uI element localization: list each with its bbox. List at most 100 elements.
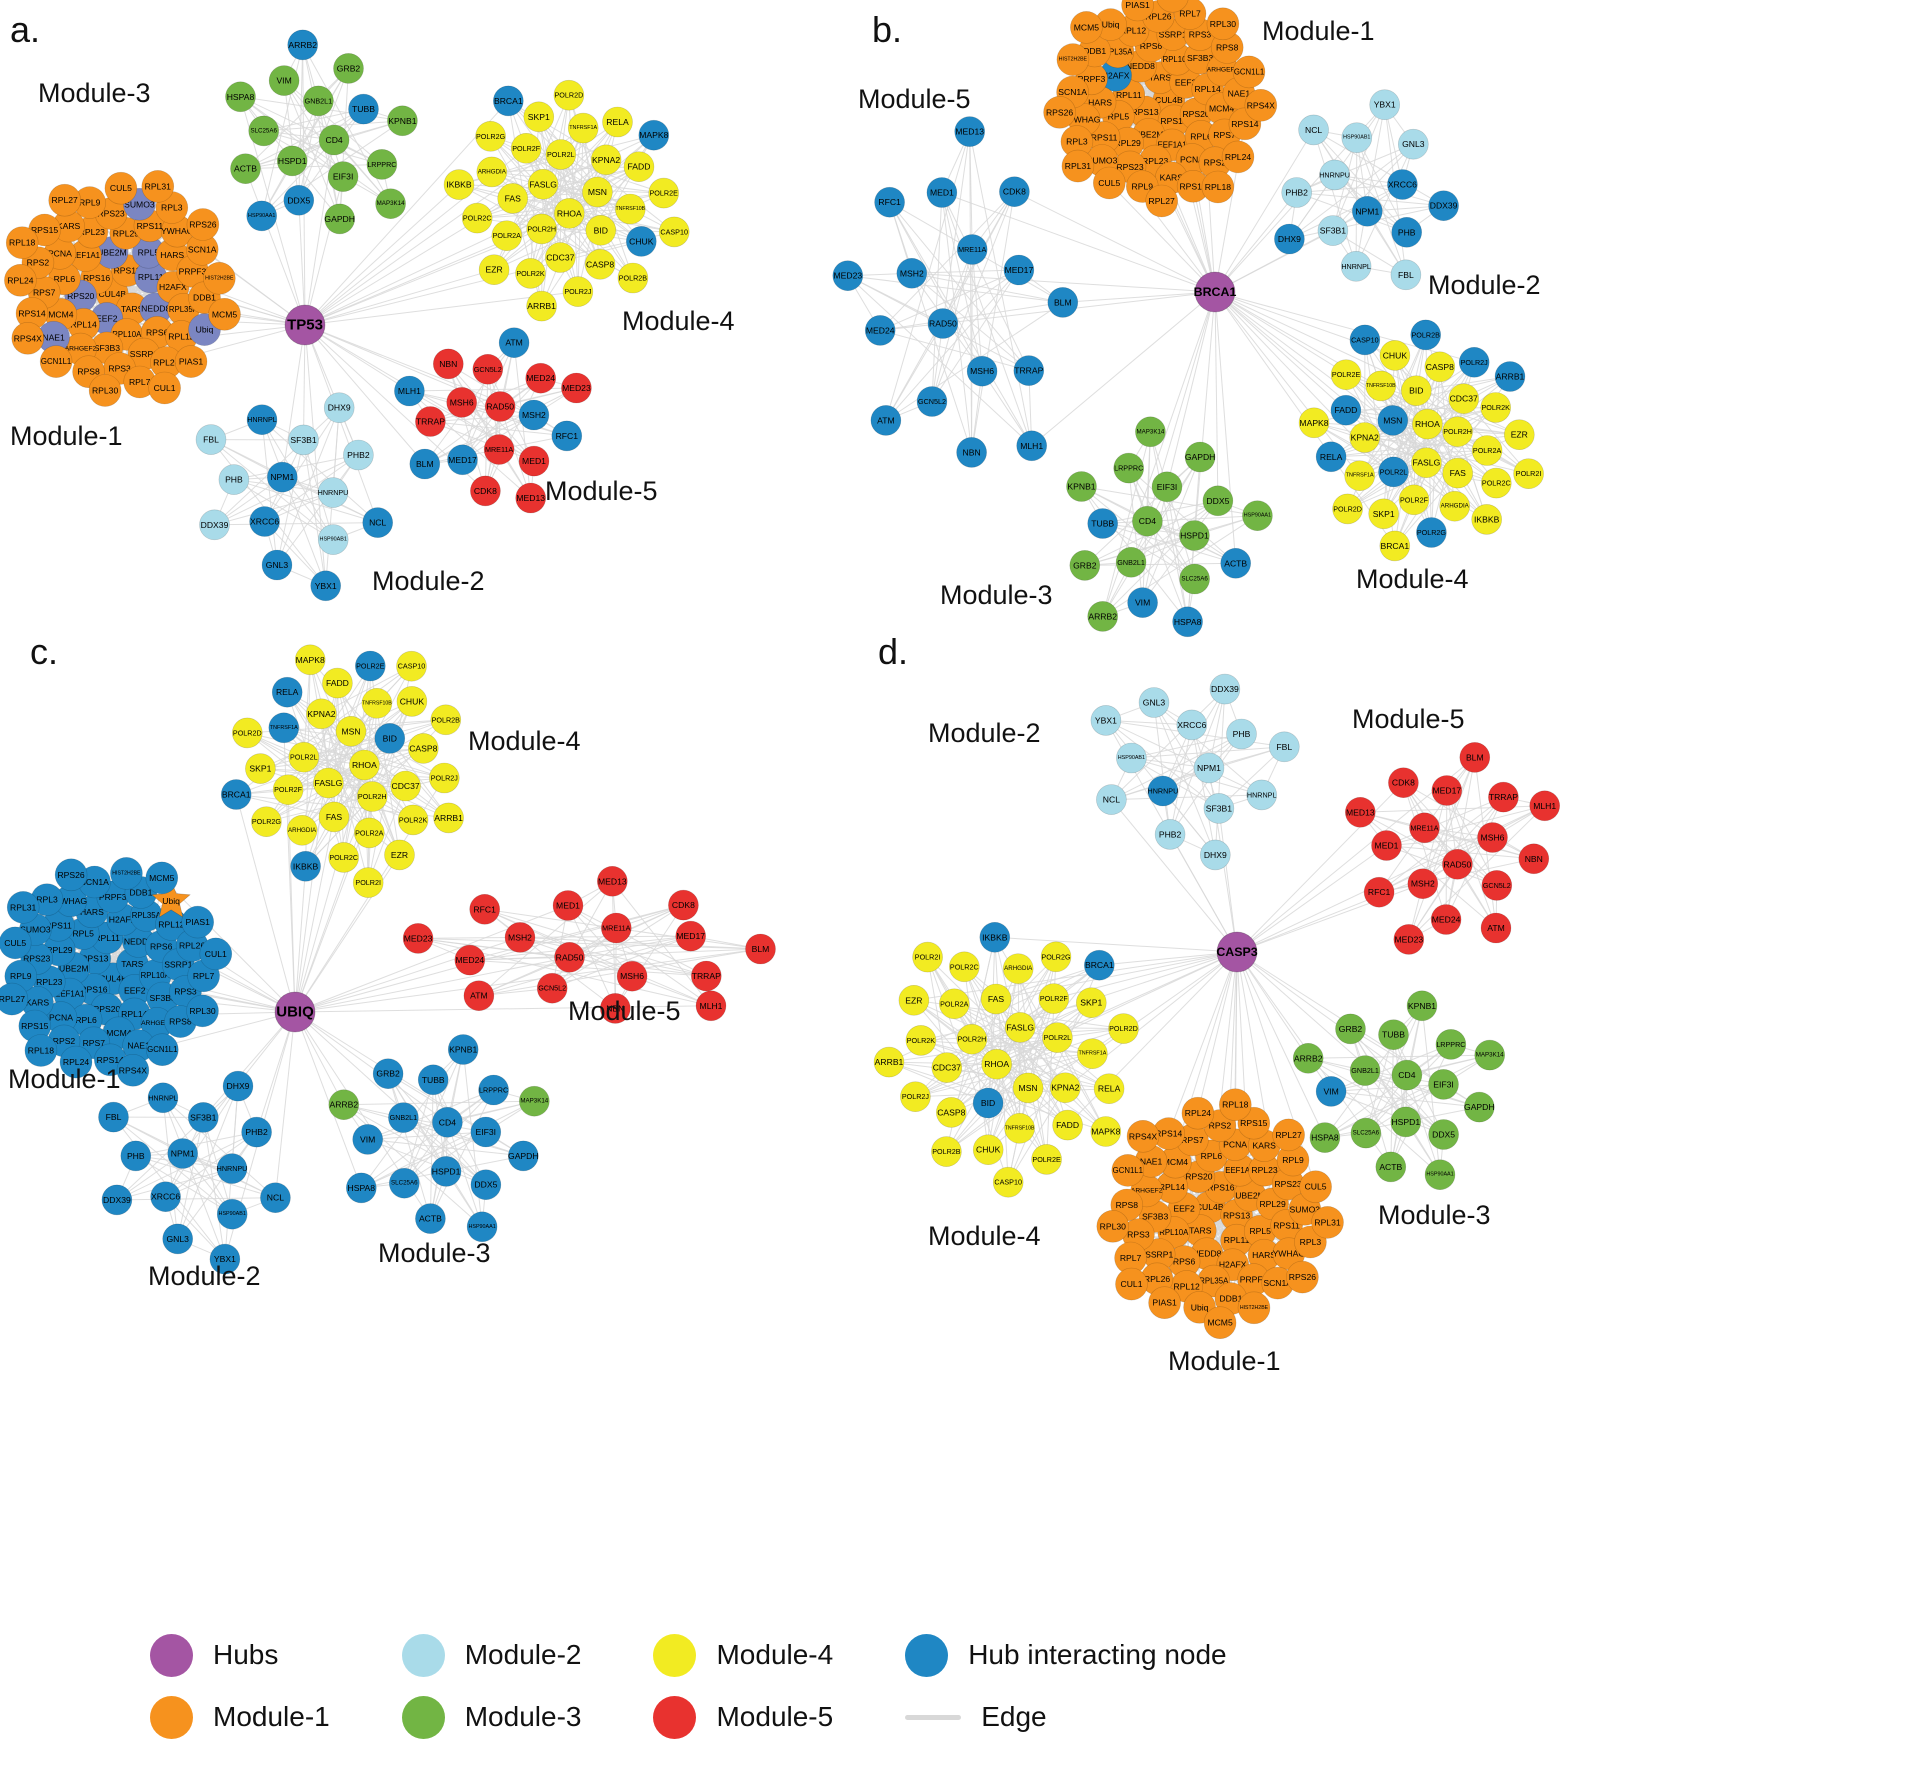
- node-ARHGDIA: [1439, 490, 1470, 522]
- node-RPL30: [186, 994, 219, 1028]
- hub-edge: [235, 794, 296, 1013]
- node-PHB: [1391, 217, 1422, 248]
- node-label: POLR2K: [399, 815, 428, 824]
- edge: [261, 419, 278, 566]
- node-HSPA8: [345, 1172, 377, 1204]
- edge: [1422, 757, 1476, 884]
- node-label: HNRNPU: [1148, 787, 1179, 796]
- node-YBX1: [1090, 705, 1122, 736]
- edge: [447, 363, 486, 492]
- module-label-c-module-1: Module-1: [8, 1064, 121, 1094]
- node-RPL24: [1221, 140, 1255, 174]
- edge: [1149, 431, 1189, 622]
- edge: [600, 134, 655, 231]
- node-label: MSH2: [508, 932, 532, 942]
- node-FBL: [98, 1101, 129, 1133]
- node-label: GCN1L1: [1113, 1166, 1143, 1175]
- node-MED24: [525, 362, 557, 394]
- edge: [247, 732, 449, 819]
- node-label: RFC1: [473, 904, 496, 914]
- node-label: HNRNPU: [217, 1164, 248, 1173]
- node-label: HIST2H2BE: [1240, 1305, 1269, 1311]
- edge: [1307, 1057, 1444, 1135]
- node-GNB2L1: [1349, 1055, 1381, 1086]
- node-YBX1: [310, 570, 342, 602]
- node-label: POLR2D: [555, 91, 584, 100]
- node-label: SF3B3: [94, 343, 120, 353]
- node-label: EEF2: [124, 985, 146, 995]
- node-label: MED1: [522, 456, 546, 466]
- edge: [1394, 334, 1427, 546]
- hub-edge: [294, 1005, 712, 1013]
- edge: [913, 999, 998, 1065]
- node-HIST2H2BE: [110, 857, 143, 890]
- hub-edge: [1218, 808, 1238, 953]
- node-label: YBX1: [1095, 715, 1117, 725]
- node-label: MED24: [1432, 915, 1461, 925]
- node-POLR2E: [1031, 1144, 1062, 1175]
- node-PIAS1: [174, 345, 208, 378]
- node-label: SCN1A: [1058, 87, 1087, 97]
- node-label: ARHGEF2: [65, 346, 97, 353]
- node-TNFRSF1A: [1077, 1038, 1108, 1069]
- node-label: PIAS1: [186, 917, 211, 927]
- node-RELA: [271, 676, 303, 708]
- node-POLR2A: [353, 817, 385, 849]
- node-TNFRSF10B: [1365, 370, 1397, 402]
- node-POLR2H: [526, 213, 558, 245]
- edge: [1111, 688, 1226, 800]
- edge: [424, 414, 535, 465]
- node-label: ACTB: [1379, 1162, 1402, 1172]
- node-label: PRPF3: [1078, 74, 1106, 84]
- node-label: DDB1: [1083, 46, 1106, 56]
- edge: [303, 659, 311, 758]
- node-PHB: [218, 464, 250, 495]
- node-RELA: [1093, 1073, 1125, 1104]
- node-TUBB: [1378, 1019, 1409, 1050]
- node-label: MED13: [516, 493, 545, 503]
- node-XRCC6: [249, 506, 280, 537]
- node-label: CHUK: [400, 696, 425, 706]
- node-label: UBE2M: [97, 248, 127, 258]
- node-MED13: [596, 865, 628, 897]
- node-label: TRRAP: [416, 417, 445, 427]
- node-label: DDX39: [1211, 684, 1239, 694]
- node-label: MAPK8: [1299, 418, 1328, 428]
- edge: [162, 1097, 179, 1239]
- node-POLR2E: [354, 650, 386, 682]
- node-PHB: [120, 1140, 152, 1172]
- node-label: RPS13: [114, 266, 141, 276]
- node-POLR2L: [1042, 1022, 1073, 1053]
- node-label: NCL: [1103, 795, 1120, 805]
- node-label: FBL: [1276, 742, 1292, 752]
- node-label: SUMO3: [1087, 156, 1118, 166]
- node-label: XRCC6: [151, 1192, 180, 1202]
- edge: [1313, 129, 1357, 267]
- node-FBL: [195, 424, 227, 455]
- node-POLR2I: [352, 867, 384, 898]
- node-label: MED13: [1346, 807, 1375, 817]
- hub-edge: [304, 269, 495, 326]
- node-HSP90AA1: [466, 1211, 498, 1243]
- node-label: POLR2D: [233, 728, 262, 737]
- node-label: CUL5: [110, 183, 132, 193]
- node-label: RPL11: [94, 933, 120, 943]
- node-TNFRSF10B: [361, 687, 393, 719]
- node-label: CASP8: [1426, 362, 1454, 372]
- hub-edge: [1236, 951, 1444, 1135]
- module-label-d-module-2: Module-2: [928, 718, 1041, 748]
- node-label: SKP1: [528, 112, 550, 122]
- edge: [165, 1131, 257, 1198]
- node-ARRB2: [1087, 601, 1118, 632]
- node-RHOA: [981, 1048, 1013, 1080]
- edge: [1390, 1044, 1452, 1168]
- node-HSPD1: [1179, 520, 1210, 551]
- edge: [1386, 796, 1504, 846]
- node-label: HSPA8: [1311, 1133, 1339, 1143]
- node-label: GCN1L1: [41, 357, 71, 366]
- node-label: SF3B3: [150, 993, 176, 1003]
- node-label: RPS13: [1131, 107, 1158, 117]
- hub-edge: [995, 951, 1238, 1000]
- node-label: RPL24: [63, 1057, 89, 1067]
- node-MED23: [561, 372, 592, 404]
